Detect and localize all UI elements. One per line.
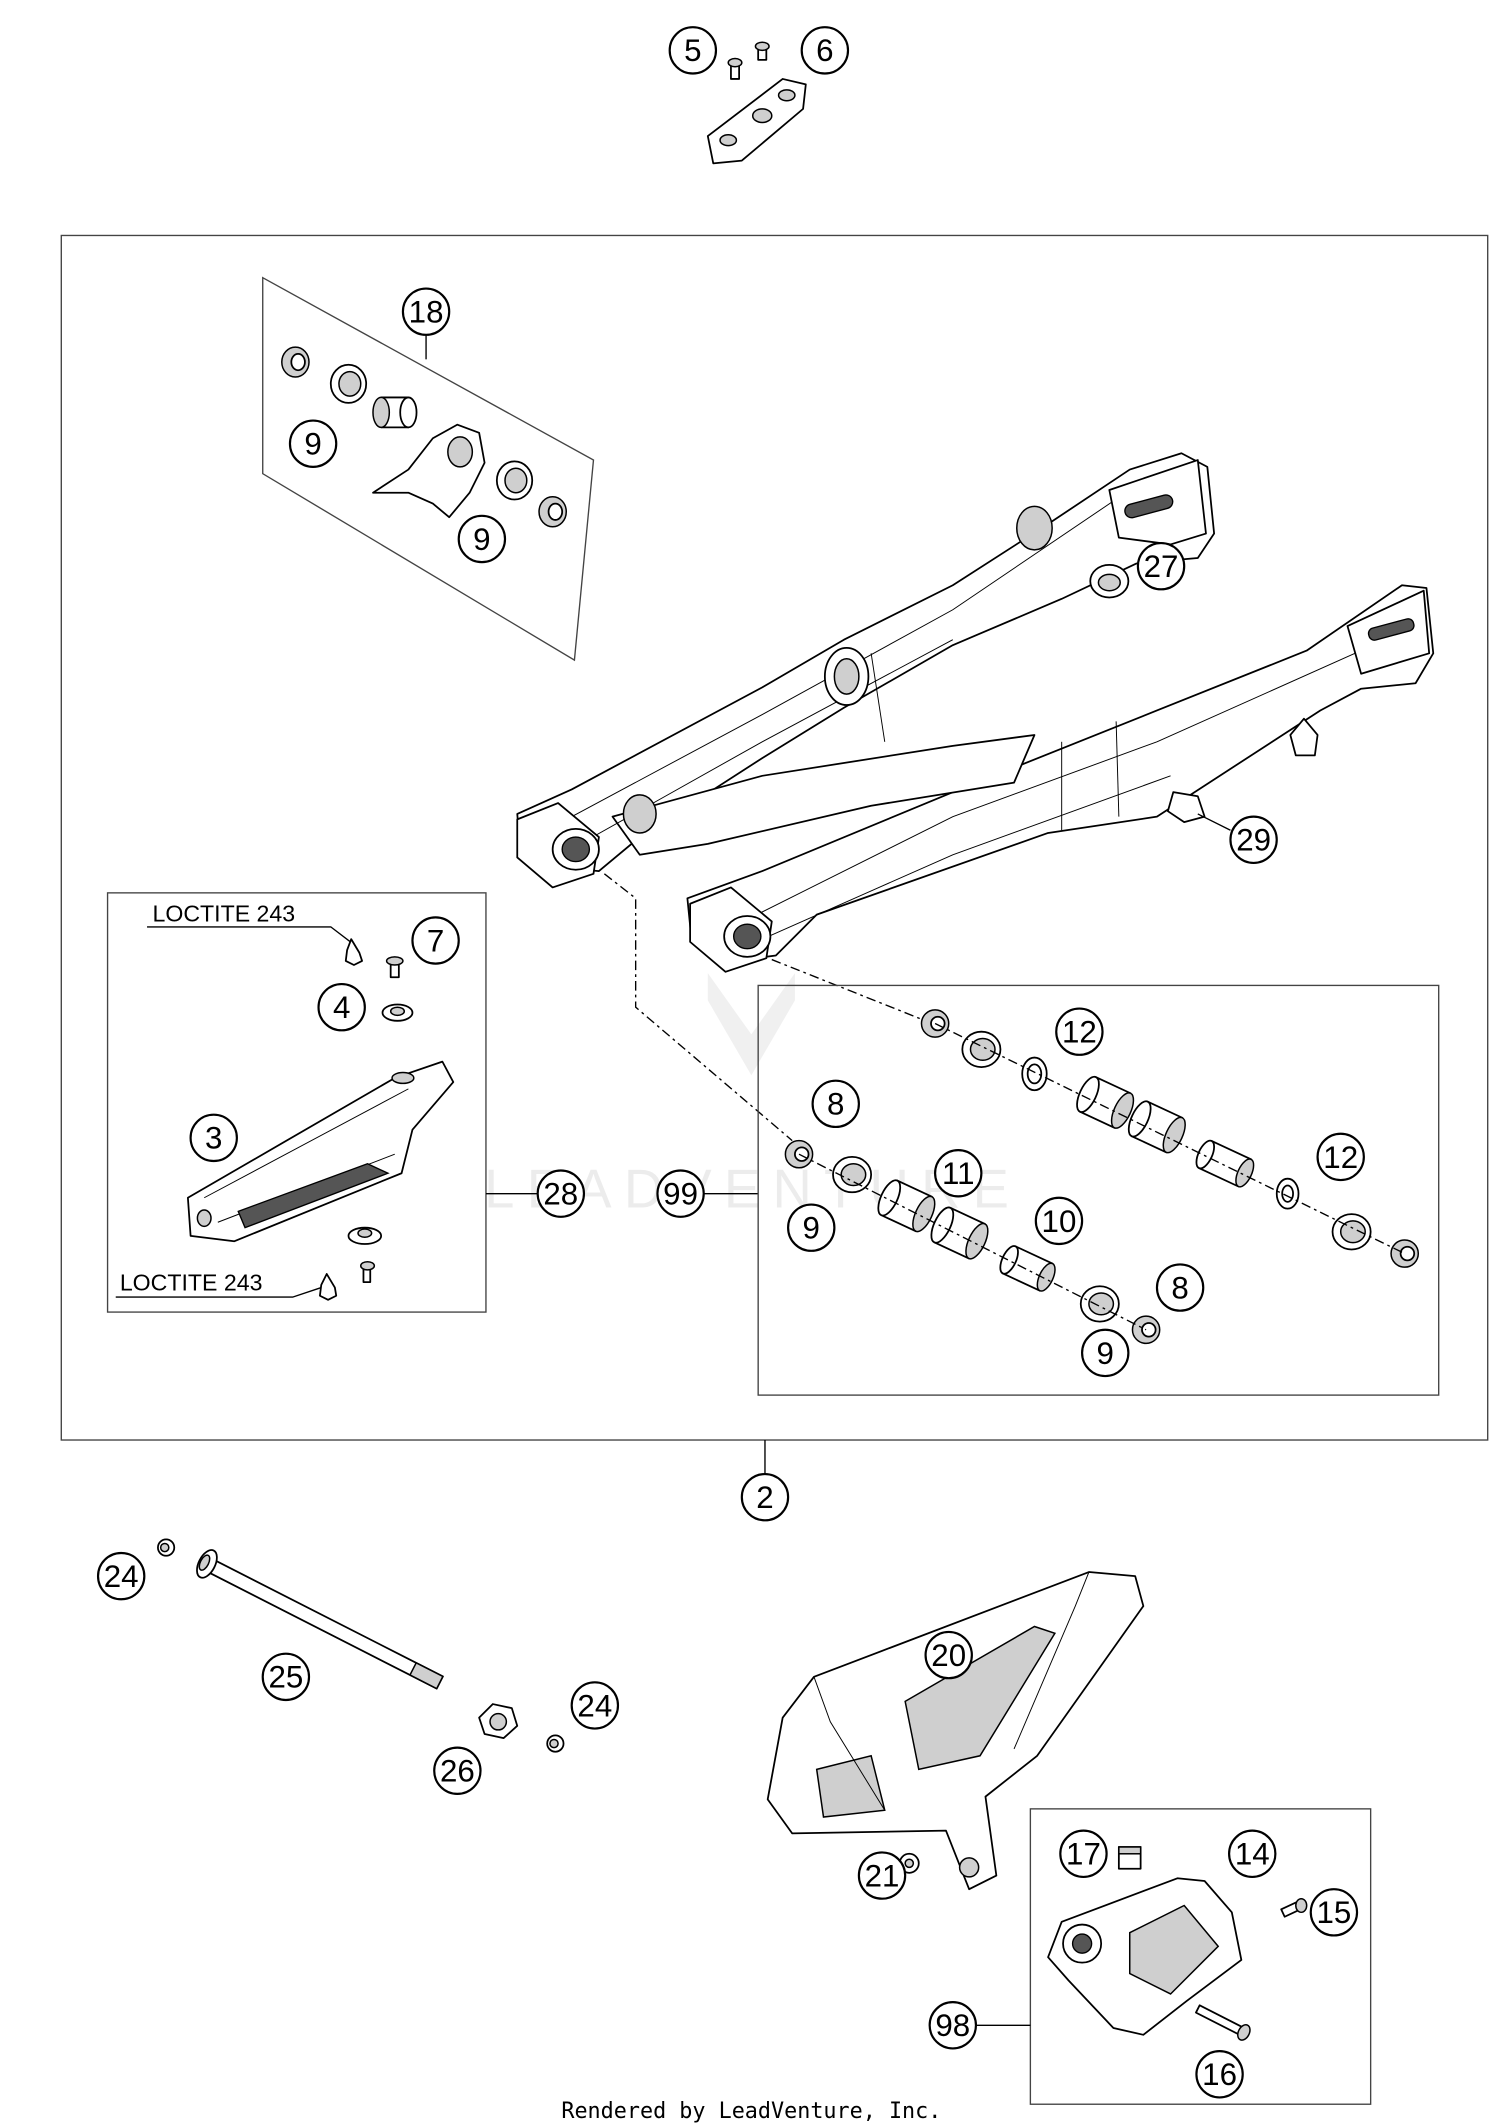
svg-text:7: 7 bbox=[427, 923, 444, 958]
chain-slider-kit-box bbox=[106, 892, 487, 1313]
callout-10[interactable]: 10 bbox=[1034, 1196, 1084, 1246]
callout-18[interactable]: 18 bbox=[401, 287, 451, 336]
svg-text:9: 9 bbox=[1097, 1336, 1114, 1371]
svg-text:8: 8 bbox=[1171, 1270, 1188, 1305]
seal-ring-27 bbox=[1089, 563, 1130, 599]
swingarm bbox=[516, 452, 1435, 973]
callout-17[interactable]: 17 bbox=[1059, 1829, 1108, 1879]
callout-28[interactable]: 28 bbox=[536, 1169, 586, 1218]
bushing-24-right bbox=[546, 1734, 565, 1753]
swingarm-assembly-box bbox=[60, 234, 1489, 1441]
svg-text:20: 20 bbox=[931, 1638, 966, 1673]
svg-text:5: 5 bbox=[684, 33, 701, 68]
washer-4 bbox=[381, 1003, 414, 1022]
chain-guard-20 bbox=[766, 1571, 1145, 1891]
svg-text:26: 26 bbox=[440, 1754, 475, 1789]
pivot-bearing-parts bbox=[784, 1009, 1420, 1345]
loctite-label-upper: LOCTITE 243 bbox=[152, 900, 295, 926]
screw-15 bbox=[1280, 1897, 1308, 1918]
svg-text:10: 10 bbox=[1042, 1204, 1077, 1239]
left-pivot-tube bbox=[516, 802, 600, 889]
callout-9[interactable]: 9 bbox=[787, 1203, 836, 1252]
screw-6 bbox=[754, 41, 770, 61]
footer-credit: Rendered by LeadVenture, Inc. bbox=[561, 2099, 941, 2124]
callout-5[interactable]: 5 bbox=[668, 26, 718, 75]
loctite-drop-upper bbox=[344, 938, 363, 966]
callout-7[interactable]: 7 bbox=[411, 916, 460, 965]
svg-text:3: 3 bbox=[205, 1121, 222, 1156]
svg-text:18: 18 bbox=[409, 295, 444, 330]
callout-4[interactable]: 4 bbox=[317, 982, 366, 1032]
svg-text:27: 27 bbox=[1144, 549, 1179, 584]
svg-text:24: 24 bbox=[577, 1688, 612, 1723]
screw-lower bbox=[359, 1260, 376, 1284]
svg-text:21: 21 bbox=[865, 1858, 900, 1893]
callout-15[interactable]: 15 bbox=[1309, 1888, 1359, 1937]
callout-24[interactable]: 24 bbox=[96, 1551, 146, 1601]
callout-21[interactable]: 21 bbox=[857, 1851, 907, 1900]
svg-text:9: 9 bbox=[473, 522, 490, 557]
svg-text:17: 17 bbox=[1066, 1837, 1101, 1872]
callout-11[interactable]: 11 bbox=[934, 1149, 983, 1198]
svg-text:25: 25 bbox=[268, 1660, 303, 1695]
callout-9[interactable]: 9 bbox=[1081, 1328, 1130, 1378]
svg-text:2: 2 bbox=[756, 1480, 773, 1515]
svg-text:98: 98 bbox=[935, 2008, 970, 2043]
svg-text:8: 8 bbox=[827, 1087, 844, 1122]
kit-18-parts bbox=[281, 346, 568, 528]
svg-text:9: 9 bbox=[304, 427, 321, 462]
kit-18-box bbox=[262, 276, 595, 662]
loctite-drop-lower bbox=[319, 1273, 338, 1301]
chain-slider-3 bbox=[186, 1060, 455, 1243]
callout-26[interactable]: 26 bbox=[433, 1746, 482, 1795]
loctite-label-lower: LOCTITE 243 bbox=[120, 1269, 263, 1295]
svg-text:4: 4 bbox=[333, 990, 350, 1025]
bushing-24-left bbox=[157, 1538, 176, 1557]
callout-16[interactable]: 16 bbox=[1195, 2050, 1244, 2099]
svg-text:16: 16 bbox=[1202, 2057, 1237, 2092]
callout-29[interactable]: 29 bbox=[1229, 815, 1278, 865]
callout-9[interactable]: 9 bbox=[288, 419, 338, 468]
callout-20[interactable]: 20 bbox=[924, 1630, 973, 1680]
slider-clip bbox=[706, 41, 807, 165]
callout-14[interactable]: 14 bbox=[1228, 1829, 1277, 1879]
svg-text:15: 15 bbox=[1316, 1895, 1351, 1930]
bolt-16 bbox=[1195, 2004, 1251, 2041]
callout-8[interactable]: 8 bbox=[1155, 1263, 1205, 1312]
callout-27[interactable]: 27 bbox=[1136, 541, 1186, 591]
svg-text:12: 12 bbox=[1062, 1015, 1097, 1050]
callout-12[interactable]: 12 bbox=[1055, 1007, 1104, 1056]
callout-3[interactable]: 3 bbox=[189, 1113, 238, 1163]
right-pivot-tube bbox=[689, 886, 773, 973]
insert-17 bbox=[1117, 1846, 1142, 1870]
nut-26 bbox=[478, 1703, 519, 1739]
svg-text:24: 24 bbox=[104, 1559, 139, 1594]
screw-5 bbox=[727, 57, 743, 80]
svg-text:29: 29 bbox=[1236, 823, 1271, 858]
callout-9[interactable]: 9 bbox=[457, 514, 507, 564]
svg-text:9: 9 bbox=[803, 1211, 820, 1246]
svg-text:12: 12 bbox=[1323, 1140, 1358, 1175]
svg-text:11: 11 bbox=[942, 1156, 975, 1191]
chain-guide-14 bbox=[1047, 1877, 1243, 2036]
callout-24[interactable]: 24 bbox=[570, 1681, 620, 1730]
svg-text:6: 6 bbox=[816, 33, 833, 68]
callout-25[interactable]: 25 bbox=[261, 1652, 311, 1702]
callout-6[interactable]: 6 bbox=[800, 26, 850, 75]
watermark-logo bbox=[707, 973, 795, 1076]
pivot-bearing-kit-box bbox=[757, 984, 1440, 1396]
chain-guide-kit-box bbox=[1029, 1808, 1372, 2105]
callout-8[interactable]: 8 bbox=[811, 1079, 860, 1129]
axle-25 bbox=[196, 1549, 444, 1690]
svg-text:99: 99 bbox=[663, 1177, 698, 1212]
callout-12[interactable]: 12 bbox=[1316, 1132, 1365, 1182]
svg-text:28: 28 bbox=[543, 1177, 578, 1212]
screw-7 bbox=[385, 956, 404, 979]
callout-98[interactable]: 98 bbox=[928, 2001, 978, 2050]
washer-lower bbox=[347, 1226, 383, 1245]
svg-text:14: 14 bbox=[1235, 1837, 1270, 1872]
callout-2[interactable]: 2 bbox=[740, 1472, 790, 1522]
callout-99[interactable]: 99 bbox=[656, 1169, 705, 1218]
